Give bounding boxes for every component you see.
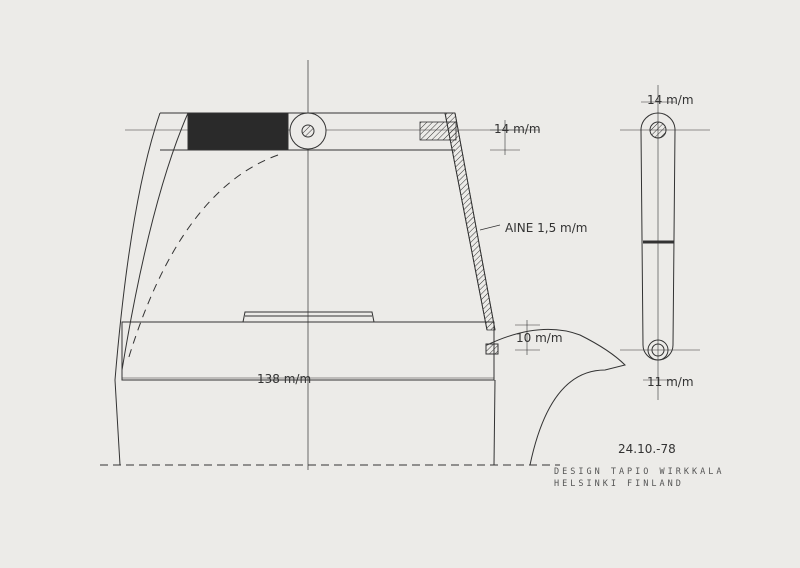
drawing-date: 24.10.-78 (618, 442, 676, 456)
screw-section (419, 121, 457, 141)
dim-lid-width: 138 m/m (257, 372, 311, 386)
body-left-outline (114, 112, 161, 466)
side-view-handle (640, 112, 676, 361)
dim-side-bottom: 11 m/m (647, 375, 694, 389)
dim-handle-height: 14 m/m (494, 122, 541, 136)
dim-side-top: 14 m/m (647, 93, 694, 107)
lid-swing-arc (127, 154, 279, 361)
wall-section-hatch (444, 112, 496, 331)
dim-material: AINE 1,5 m/m (505, 221, 587, 235)
handle-grip (187, 112, 289, 151)
spout (486, 328, 626, 466)
dim-spout-step: 10 m/m (516, 331, 563, 345)
signature-line-1: DESIGN TAPIO WIRKKALA (554, 467, 724, 477)
body-left-inner (121, 112, 189, 371)
lid-knob (242, 311, 375, 323)
signature-line-2: HELSINKI FINLAND (554, 479, 684, 489)
